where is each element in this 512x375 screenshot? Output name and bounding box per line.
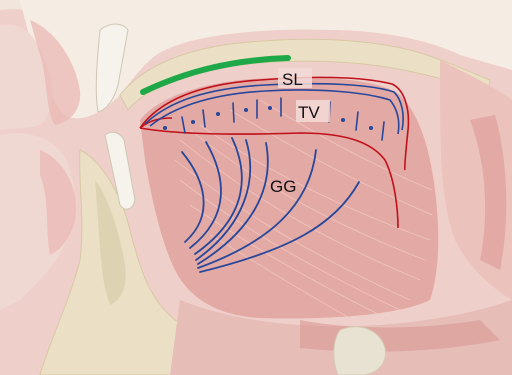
tv-dash (233, 103, 234, 122)
gg-label: GG (270, 177, 296, 196)
tv-dot (268, 106, 272, 110)
tv-dot (216, 112, 220, 116)
tv-dot (244, 108, 248, 112)
tv-label: TV (298, 103, 320, 122)
tv-dot (163, 126, 167, 130)
tv-dot (191, 120, 195, 124)
tv-dot (369, 126, 373, 130)
sl-label: SL (282, 70, 303, 89)
tv-dot (341, 118, 345, 122)
